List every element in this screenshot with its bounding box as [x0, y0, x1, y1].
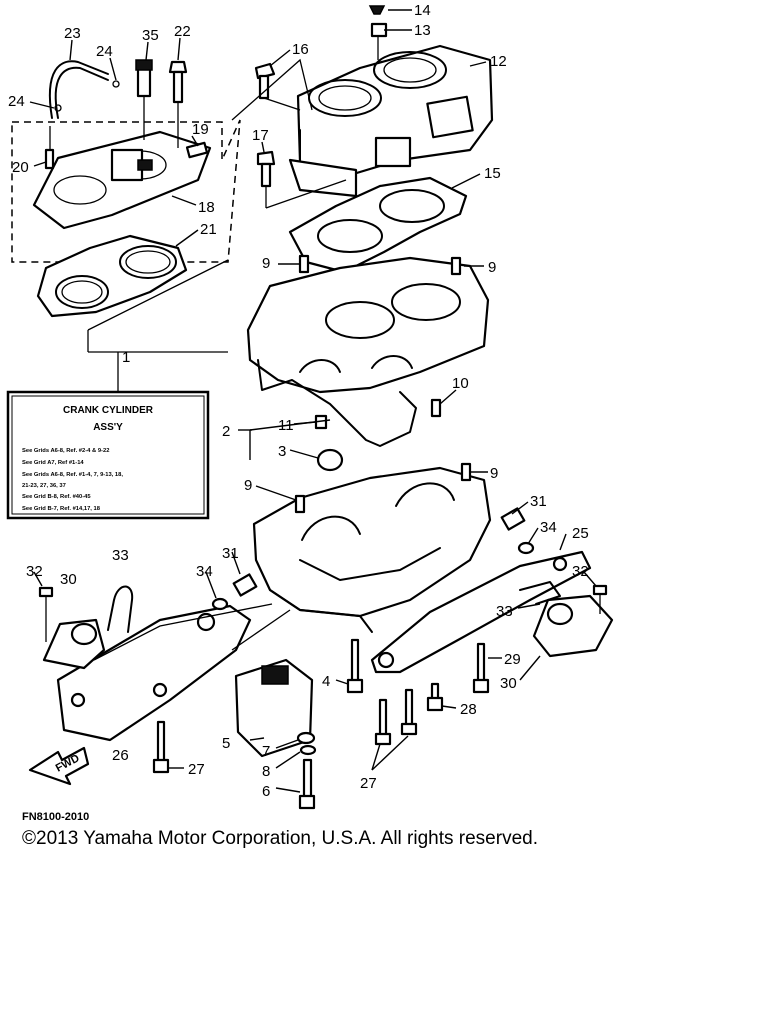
- callout: 6: [262, 783, 270, 800]
- callout: 31: [530, 493, 547, 510]
- callout: 26: [112, 747, 129, 764]
- cylinder-block-group: [231, 5, 494, 209]
- leader-lines: [29, 9, 597, 793]
- legend-line: See Grid B-7, Ref. #14,17, 18: [22, 506, 101, 512]
- legend-title-1: CRANK CYLINDER: [63, 405, 154, 416]
- callout: 15: [484, 165, 501, 182]
- legend-box: CRANK CYLINDER ASS'Y See Grids A6-8, Ref…: [6, 390, 210, 520]
- callout: 14: [414, 2, 431, 19]
- callout: 25: [572, 525, 589, 542]
- callout: 17: [252, 127, 269, 144]
- callout: 4: [322, 673, 330, 690]
- callout: 2: [222, 423, 230, 440]
- callout: 12: [490, 53, 507, 70]
- callout: 11: [278, 417, 294, 434]
- callout: 29: [504, 651, 521, 668]
- callout: 16: [292, 41, 309, 58]
- callout: 30: [60, 571, 77, 588]
- cylinder-gasket-15: [288, 176, 468, 274]
- upper-crankcase: [246, 254, 490, 472]
- legend-line: 21-23, 27, 36, 37: [22, 483, 66, 489]
- lower-crankcase: [252, 462, 492, 633]
- callout: 20: [12, 159, 29, 176]
- head-gasket-21: [36, 234, 188, 318]
- bracket-25: [370, 550, 592, 674]
- mounting-group: [38, 507, 614, 810]
- callout: 32: [26, 563, 43, 580]
- callout: 5: [222, 735, 230, 752]
- callout: 33: [496, 603, 513, 620]
- callout: 13: [414, 22, 431, 39]
- callout: 27: [360, 775, 377, 792]
- callout: 7: [262, 743, 270, 760]
- callout: 28: [460, 701, 477, 718]
- hose-23: [48, 60, 109, 119]
- bracket-26: [56, 604, 252, 742]
- fwd-arrow: FWD: [28, 746, 90, 786]
- head-group: [11, 59, 241, 392]
- copyright-notice: ©2013 Yamaha Motor Corporation, U.S.A. A…: [22, 828, 538, 849]
- legend-title-2: ASS'Y: [93, 422, 123, 433]
- callout: 32: [572, 563, 589, 580]
- callout: 1: [122, 349, 130, 366]
- callout: 8: [262, 763, 270, 780]
- callout: 9: [262, 255, 270, 272]
- legend-line: See Grid A7, Ref #1-14: [22, 460, 84, 466]
- callout: 33: [112, 547, 129, 564]
- legend-line: See Grids A6-8, Ref. #2-4 & 9-22: [22, 448, 109, 454]
- callout: 9: [244, 477, 252, 494]
- callout: 34: [196, 563, 213, 580]
- callout: 24: [8, 93, 25, 110]
- callout: 9: [490, 465, 498, 482]
- callout: 34: [540, 519, 557, 536]
- legend-line: See Grid B-8, Ref. #40-45: [22, 494, 91, 500]
- callout: 18: [198, 199, 215, 216]
- callout: 30: [500, 675, 517, 692]
- callout: 27: [188, 761, 205, 778]
- callout: 31: [222, 545, 239, 562]
- callout: 22: [174, 23, 191, 40]
- callout: 10: [452, 375, 469, 392]
- legend-line: See Grids A6-8, Ref. #1-4, 7, 9-13, 18,: [22, 472, 123, 478]
- diagram-code: FN8100-2010: [22, 811, 89, 823]
- callout: 24: [96, 43, 113, 60]
- callout: 19: [192, 121, 209, 138]
- callout: 21: [200, 221, 217, 238]
- callout: 23: [64, 25, 81, 42]
- callout: 9: [488, 259, 496, 276]
- callout: 35: [142, 27, 159, 44]
- callout-labels: 23 24 35 22 24 19 20 18 21 1 14 13 12 16…: [8, 2, 589, 800]
- callout: 3: [278, 443, 286, 460]
